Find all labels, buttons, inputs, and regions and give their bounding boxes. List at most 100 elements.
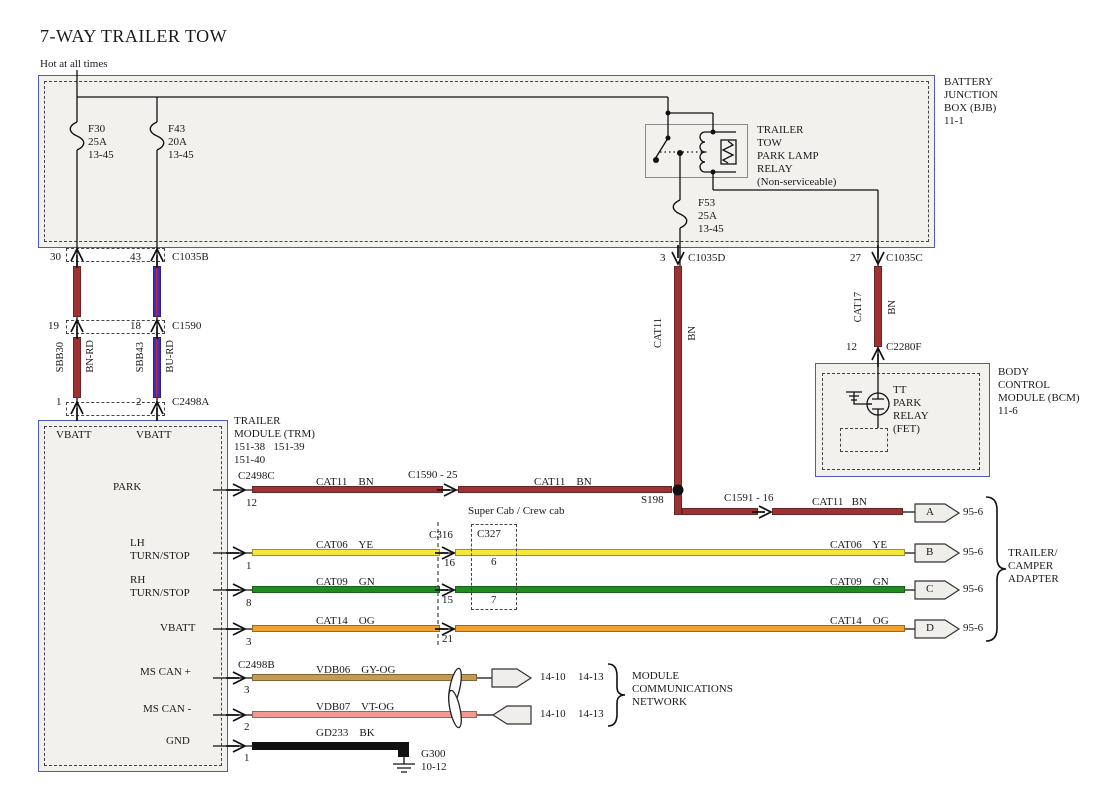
wire-bn-vertical-label: BN bbox=[687, 326, 698, 341]
wire-sbb30-lower bbox=[73, 337, 81, 398]
trm-pin-vbatt: VBATT bbox=[160, 622, 196, 634]
pin-12-c2280f: 12 bbox=[846, 341, 857, 353]
pin-27-c1035c: 27 bbox=[850, 252, 861, 264]
connector-c327-label: C327 bbox=[477, 528, 501, 540]
bjb-label: BATTERY JUNCTION BOX (BJB) 11-1 bbox=[944, 76, 998, 127]
adapter-ref-d: 95-6 bbox=[963, 622, 984, 634]
wire-cat11-vertical bbox=[674, 266, 682, 515]
adapter-tag-c: C bbox=[926, 583, 934, 595]
park-wire-label-1: CAT11 BN bbox=[316, 476, 374, 488]
wire-sbb43-upper bbox=[153, 266, 161, 317]
connector-c2498a bbox=[66, 402, 165, 416]
connector-c1590 bbox=[66, 320, 165, 334]
splice-s198-label: S198 bbox=[641, 494, 664, 506]
pin-18: 18 bbox=[130, 320, 141, 332]
rh-wire-label-left: CAT09 GN bbox=[316, 576, 375, 588]
adapter-ref-c: 95-6 bbox=[963, 583, 984, 595]
trm-pin-lh-turn-stop: LH TURN/STOP bbox=[130, 537, 190, 562]
trailer-camper-adapter-label: TRAILER/ CAMPER ADAPTER bbox=[1008, 547, 1059, 585]
wire-sbb30-upper bbox=[73, 266, 81, 317]
adapter-ref-b: 95-6 bbox=[963, 546, 984, 558]
bcm-inner-dashed bbox=[822, 373, 980, 470]
cann-ref-1: 14-10 bbox=[540, 708, 566, 720]
park-pin-12: 12 bbox=[246, 497, 257, 509]
connector-c1590-25-label: C1590 - 25 bbox=[408, 469, 458, 481]
fuse-f53-label: F53 25A 13-45 bbox=[698, 197, 724, 235]
wire-sbb30-label: SBB30 bbox=[55, 342, 66, 373]
lh-wire-label-right: CAT06 YE bbox=[830, 539, 888, 551]
hot-at-all-times-label: Hot at all times bbox=[40, 58, 108, 70]
canp-pin-3: 3 bbox=[244, 684, 250, 696]
adapter-ref-a: 95-6 bbox=[963, 506, 984, 518]
canp-ref-2: 14-13 bbox=[578, 671, 604, 683]
wire-bn2-label: BN bbox=[887, 300, 898, 315]
bcm-label: BODY CONTROL MODULE (BCM) 11-6 bbox=[998, 366, 1080, 417]
connector-c2498c-label: C2498C bbox=[238, 470, 275, 482]
wire-cat17-vertical bbox=[874, 266, 882, 347]
connector-c2280f-label: C2280F bbox=[886, 341, 922, 353]
trm-pin-gnd: GND bbox=[166, 735, 190, 747]
connector-c1590-label: C1590 bbox=[172, 320, 202, 332]
trm-pin-vbatt-b: VBATT bbox=[136, 429, 172, 441]
trm-pin-rh-turn-stop: RH TURN/STOP bbox=[130, 574, 190, 599]
connector-c316-label: C316 bbox=[429, 529, 453, 541]
fuse-f30-label: F30 25A 13-45 bbox=[88, 123, 114, 161]
pin-19: 19 bbox=[48, 320, 59, 332]
gnd-wire-label: GD233 BK bbox=[316, 727, 375, 739]
super-cab-note: Super Cab / Crew cab bbox=[468, 505, 565, 517]
wire-park-seg4 bbox=[772, 508, 903, 515]
pin-2: 2 bbox=[136, 396, 142, 408]
trm-label: TRAILER MODULE (TRM) 151-38 151-39 151-4… bbox=[234, 415, 315, 466]
cann-wire-label: VDB07 VT-OG bbox=[316, 701, 395, 713]
adapter-tag-b: B bbox=[926, 546, 934, 558]
connector-c2498a-label: C2498A bbox=[172, 396, 210, 408]
wire-cat17-label: CAT17 bbox=[853, 292, 864, 323]
page-title: 7-WAY TRAILER TOW bbox=[40, 26, 228, 46]
pin-1: 1 bbox=[56, 396, 62, 408]
trm-pin-vbatt-a: VBATT bbox=[56, 429, 92, 441]
vbatt-pin-3: 3 bbox=[246, 636, 252, 648]
canp-wire-label: VDB06 GY-OG bbox=[316, 664, 396, 676]
c316-pin-16: 16 bbox=[444, 557, 455, 569]
trm-pin-ms-can-plus: MS CAN + bbox=[140, 666, 191, 678]
rh-wire-label-right: CAT09 GN bbox=[830, 576, 889, 588]
c316-pin-21: 21 bbox=[442, 633, 453, 645]
trm-pin-ms-can-minus: MS CAN - bbox=[143, 703, 192, 715]
connector-c1035d-label: C1035D bbox=[688, 252, 726, 264]
adapter-tag-a: A bbox=[926, 506, 934, 518]
module-communications-network-label: MODULE COMMUNICATIONS NETWORK bbox=[632, 670, 733, 708]
tt-park-relay-label: TT PARK RELAY (FET) bbox=[893, 384, 929, 435]
rh-pin-8: 8 bbox=[246, 597, 252, 609]
connector-c1035b-label: C1035B bbox=[172, 251, 209, 263]
lh-pin-1: 1 bbox=[246, 560, 252, 572]
trm-box bbox=[38, 420, 228, 772]
park-wire-label-3: CAT11 BN bbox=[812, 496, 867, 508]
pin-43: 43 bbox=[130, 251, 141, 263]
cann-ref-2: 14-13 bbox=[578, 708, 604, 720]
bcm-sub-dashed-box bbox=[840, 428, 888, 452]
connector-c1035c-label: C1035C bbox=[886, 252, 923, 264]
wire-bn-rd-label: BN-RD bbox=[85, 340, 96, 373]
wire-sbb43-label: SBB43 bbox=[135, 342, 146, 373]
connector-c327-box bbox=[471, 524, 517, 610]
wire-bu-rd-label: BU-RD bbox=[165, 340, 176, 373]
connector-c2498b-label: C2498B bbox=[238, 659, 275, 671]
adapter-tag-d: D bbox=[926, 622, 934, 634]
c327-pin-7: 7 bbox=[491, 594, 497, 606]
park-wire-label-2: CAT11 BN bbox=[534, 476, 592, 488]
canp-ref-1: 14-10 bbox=[540, 671, 566, 683]
cann-pin-2: 2 bbox=[244, 721, 250, 733]
gnd-pin-1: 1 bbox=[244, 752, 250, 764]
c316-pin-15: 15 bbox=[442, 594, 453, 606]
pin-3-c1035d: 3 bbox=[660, 252, 666, 264]
trailer-tow-relay-label: TRAILER TOW PARK LAMP RELAY (Non-service… bbox=[757, 124, 837, 188]
wire-gnd-stub bbox=[398, 742, 409, 757]
lh-wire-label-left: CAT06 YE bbox=[316, 539, 374, 551]
wire-gnd bbox=[252, 742, 408, 750]
bcm-box bbox=[815, 363, 990, 477]
connector-c1035b bbox=[66, 248, 165, 262]
connector-c1591-16-label: C1591 - 16 bbox=[724, 492, 774, 504]
vbatt-wire-label-left: CAT14 OG bbox=[316, 615, 375, 627]
wire-park-seg3 bbox=[682, 508, 758, 515]
